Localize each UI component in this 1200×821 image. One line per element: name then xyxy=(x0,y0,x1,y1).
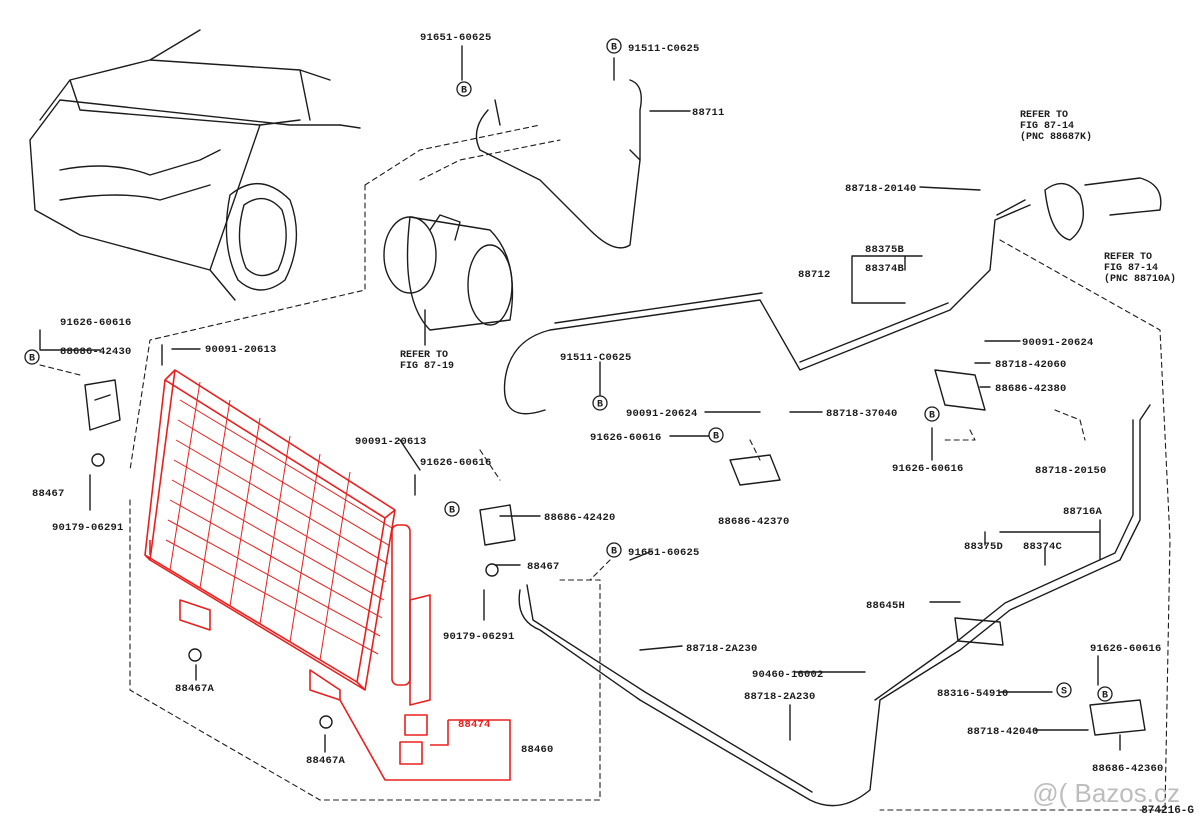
part-label-p88718_2A230_a: 88718-2A230 xyxy=(686,643,758,655)
marker-letter: S xyxy=(1061,687,1067,698)
part-label-p88718_20140: 88718-20140 xyxy=(845,183,917,195)
marker-circle xyxy=(592,395,608,411)
marker-circle xyxy=(444,501,460,517)
refer-note-refer_top_right: REFER TO FIG 87-14 (PNC 88687K) xyxy=(1020,110,1093,143)
part-label-p88716A: 88716A xyxy=(1063,506,1103,518)
marker-m_b_left: B xyxy=(24,349,40,365)
part-label-p90091_20624_r: 90091-20624 xyxy=(1022,337,1094,349)
marker-m_b_right: B xyxy=(924,406,940,422)
condenser-red xyxy=(144,369,511,781)
marker-circle xyxy=(606,542,622,558)
marker-circle xyxy=(708,427,724,443)
marker-m_b_mid1: B xyxy=(592,395,608,411)
part-label-p88374C: 88374C xyxy=(1023,541,1063,553)
part-label-p91626_60616_c: 91626-60616 xyxy=(420,457,492,469)
marker-circle xyxy=(1097,686,1113,702)
marker-letter: B xyxy=(597,400,603,411)
refer-note-refer_compressor: REFER TO FIG 87-19 xyxy=(400,350,455,372)
part-label-p88686_42430: 88686-42430 xyxy=(60,346,132,358)
part-label-p88375D: 88375D xyxy=(964,541,1004,553)
marker-m_b_bottom: B xyxy=(1097,686,1113,702)
part-label-p88375B: 88375B xyxy=(865,244,905,256)
part-label-p90091_20613_top: 90091-20613 xyxy=(205,344,277,356)
part-label-p91626_60616_b: 91626-60616 xyxy=(1090,643,1162,655)
marker-circle xyxy=(456,81,472,97)
part-label-p90179_06291_c: 90179-06291 xyxy=(443,631,515,643)
part-label-p88467_c: 88467 xyxy=(527,561,560,573)
marker-m_b_mid3: B xyxy=(606,542,622,558)
part-label-p88718_42060: 88718-42060 xyxy=(995,359,1067,371)
part-label-p88686_42420: 88686-42420 xyxy=(544,512,616,524)
marker-layer: B B B B B B B B S B xyxy=(24,38,1113,702)
vehicle-outline xyxy=(29,29,361,301)
marker-m_b_center: B xyxy=(444,501,460,517)
part-label-p88686_42380: 88686-42380 xyxy=(995,383,1067,395)
part-label-p88718_2A230_b: 88718-2A230 xyxy=(744,691,816,703)
part-label-p88718_20150: 88718-20150 xyxy=(1035,465,1107,477)
marker-m_s_bottom: S xyxy=(1056,682,1072,698)
refer-note-refer_right: REFER TO FIG 87-14 (PNC 88710A) xyxy=(1104,252,1177,285)
watermark: @( Bazos.cz xyxy=(1032,778,1180,808)
marker-letter: B xyxy=(449,506,455,517)
part-label-p91626_60616_l: 91626-60616 xyxy=(60,317,132,329)
marker-letter: B xyxy=(1102,691,1108,702)
discharge-hose xyxy=(475,79,642,249)
marker-letter: B xyxy=(461,86,467,97)
marker-circle xyxy=(24,349,40,365)
part-label-p91651_top: 91651-60625 xyxy=(420,32,492,44)
part-label-p88645H: 88645H xyxy=(866,600,906,612)
marker-letter: B xyxy=(929,411,935,422)
marker-m_b_top1: B xyxy=(456,81,472,97)
part-label-p91511_c0625_mid: 91511-C0625 xyxy=(560,352,632,364)
compressor xyxy=(383,214,514,346)
marker-circle xyxy=(924,406,940,422)
part-label-p88467A_a: 88467A xyxy=(175,683,215,695)
part-label-p88460: 88460 xyxy=(521,744,554,756)
marker-circle xyxy=(1056,682,1072,698)
part-label-p88686_42360: 88686-42360 xyxy=(1092,763,1164,775)
marker-m_b_mid2: B xyxy=(708,427,724,443)
part-label-p91626_60616_r: 91626-60616 xyxy=(892,463,964,475)
part-label-p91511_top: 91511-C0625 xyxy=(628,43,700,55)
part-label-p88718_37040: 88718-37040 xyxy=(826,408,898,420)
diagram-code: 874216-G xyxy=(1141,805,1194,817)
part-label-p88467_l: 88467 xyxy=(32,488,65,500)
suction-hose xyxy=(503,204,1031,415)
part-label-p88686_42370: 88686-42370 xyxy=(718,516,790,528)
part-label-p88467A_b: 88467A xyxy=(306,755,346,767)
part-label-p90091_20624_m: 90091-20624 xyxy=(626,408,698,420)
part-label-p88712: 88712 xyxy=(798,269,831,281)
part-label-p90460_16002: 90460-16002 xyxy=(752,669,824,681)
part-label-p90091_20613_mid: 90091-20613 xyxy=(355,436,427,448)
marker-letter: B xyxy=(611,43,617,54)
part-label-p88711: 88711 xyxy=(692,107,725,119)
marker-m_b_top2: B xyxy=(606,38,622,54)
liquid-line xyxy=(518,404,1151,807)
part-label-p91651_60625_m: 91651-60625 xyxy=(628,547,700,559)
part-label-88474: 88474 xyxy=(458,719,491,731)
part-label-p88374B: 88374B xyxy=(865,263,905,275)
part-label-p90179_06291_l: 90179-06291 xyxy=(52,522,124,534)
marker-letter: B xyxy=(713,432,719,443)
marker-circle xyxy=(606,38,622,54)
part-label-p88718_42040: 88718-42040 xyxy=(967,726,1039,738)
part-label-p88316_54910: 88316-54910 xyxy=(937,688,1009,700)
marker-letter: B xyxy=(29,354,35,365)
marker-letter: B xyxy=(611,547,617,558)
part-label-p91626_60616_m: 91626-60616 xyxy=(590,432,662,444)
